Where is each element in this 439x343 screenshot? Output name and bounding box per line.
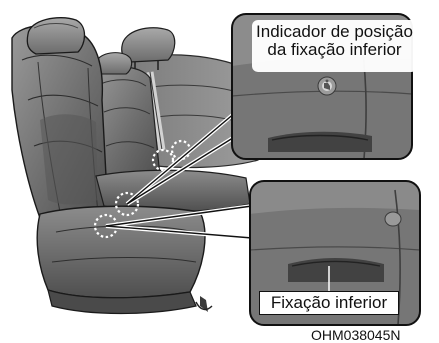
indicator-label-line2: da fixação inferior (267, 39, 402, 59)
indicator-label-line1: Indicador de posição (256, 22, 413, 41)
lower-anchor-label: Fixação inferior (259, 291, 399, 315)
seat-frame (195, 296, 213, 312)
indicator-position-label: Indicador de posição da fixação inferior (252, 20, 417, 72)
left-headrest (26, 17, 86, 55)
figure-code: OHM038045N (311, 327, 401, 343)
anchor-marker-right-lower (151, 148, 175, 172)
anchor-detail-panel (249, 180, 421, 326)
anchor-marker-left-upper (114, 191, 140, 217)
left-seatback (11, 24, 109, 223)
child-seat-anchor-icon (322, 79, 332, 91)
